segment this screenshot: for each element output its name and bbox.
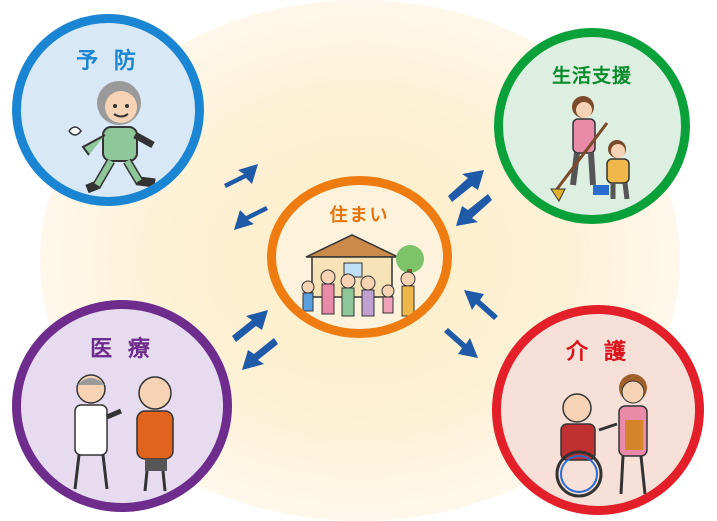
housing-circle[interactable]: 住まい: [267, 176, 452, 338]
life-support-circle[interactable]: 生活支援: [494, 28, 690, 224]
care-circle[interactable]: 介 護: [492, 305, 704, 515]
prevention-circle[interactable]: 予 防: [12, 14, 204, 206]
prevention-label: 予 防: [76, 49, 140, 74]
arrow-prevention-housing: [224, 164, 268, 230]
jogging-elder-illustration: [68, 81, 156, 194]
family-house-illustration: [301, 234, 424, 317]
medical-circle[interactable]: 医 療: [12, 300, 232, 512]
housing-label: 住まい: [329, 205, 390, 226]
cleaning-family-illustration: [550, 96, 630, 202]
care-label: 介 護: [566, 340, 630, 365]
arrow-care-housing: [444, 290, 498, 358]
arrow-medical-housing: [232, 310, 278, 370]
doctor-patient-illustration: [73, 374, 174, 492]
medical-label: 医 療: [90, 337, 154, 362]
wheelchair-caregiver-illustration: [555, 374, 648, 498]
life-support-label: 生活支援: [551, 65, 632, 87]
arrow-lifesupport-housing: [448, 170, 492, 226]
